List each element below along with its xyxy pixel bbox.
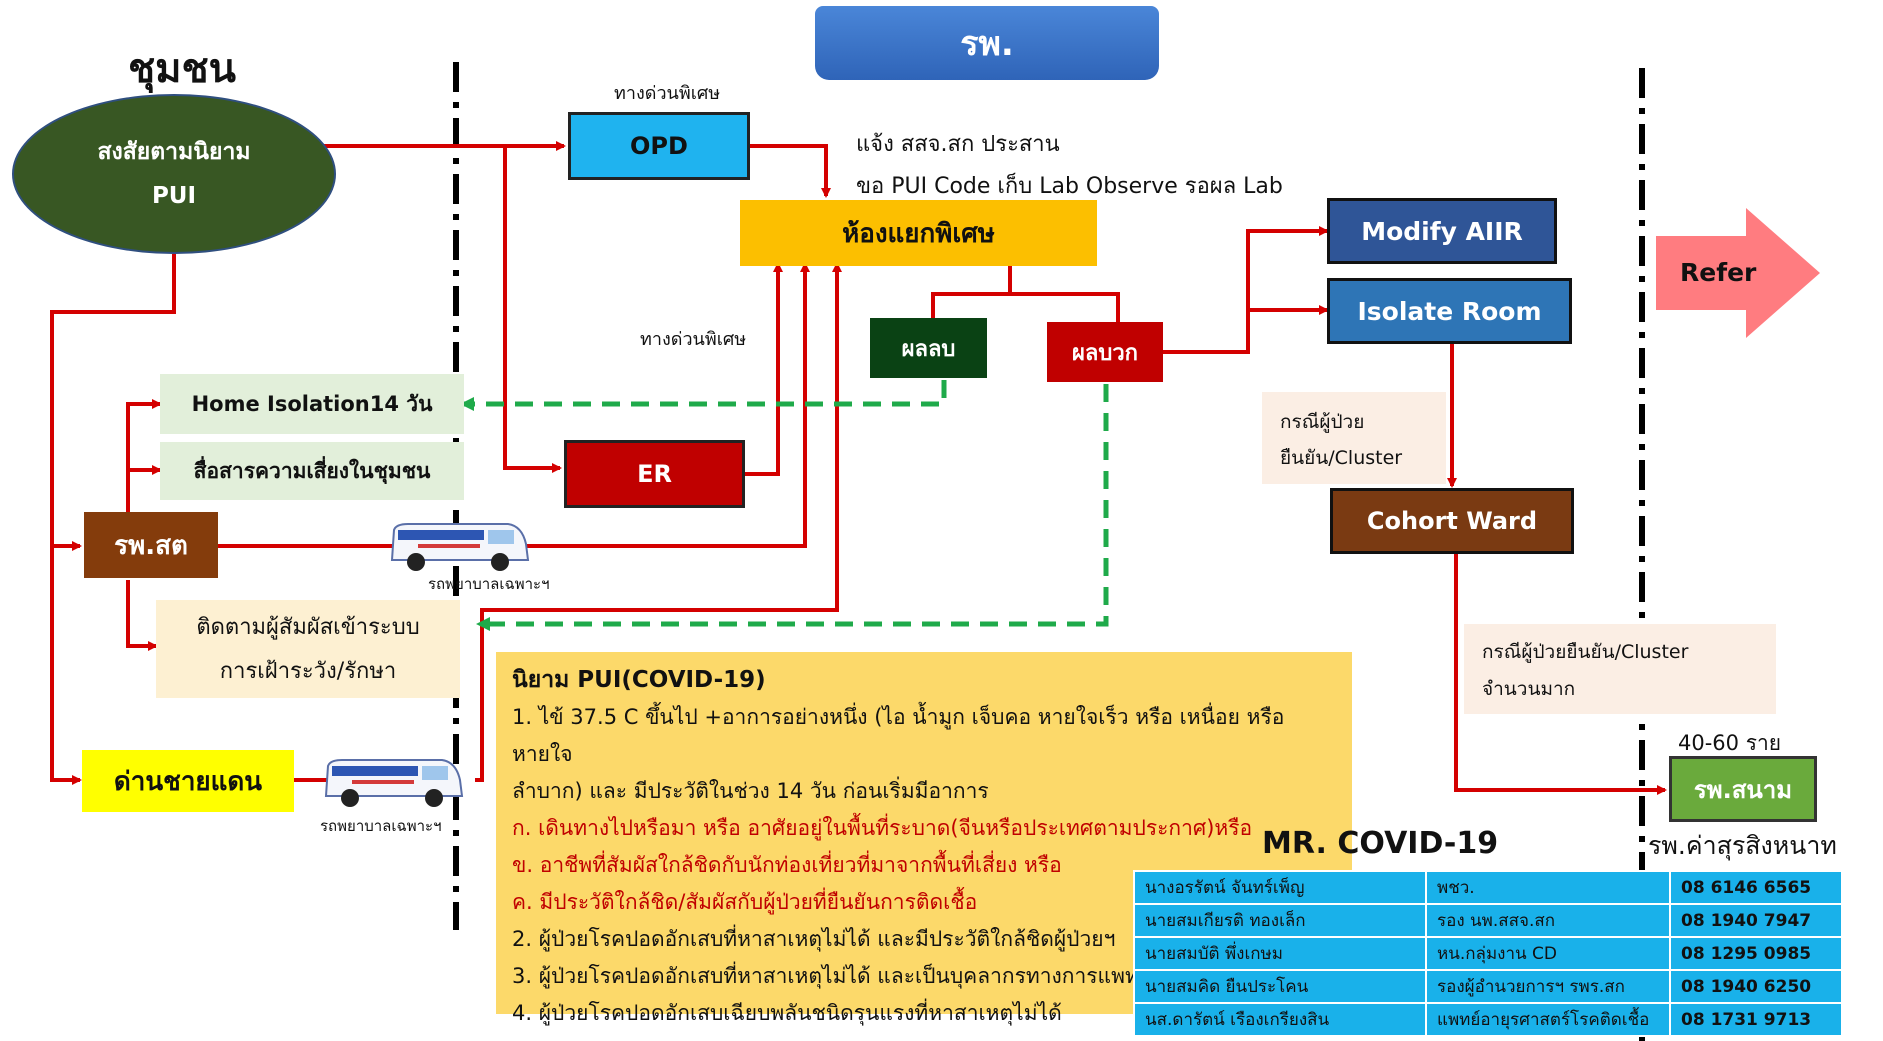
- definition-item: ลำบาก) และ มีประวัติในช่วง 14 วัน ก่อนเร…: [512, 779, 989, 803]
- ambulance-icon: [390, 523, 530, 571]
- definition-subitem: ข. อาชีพที่สัมผัสใกล้ชิดกับนักท่องเที่ยว…: [512, 853, 1062, 877]
- definition-subitem: ก. เดินทางไปหรือมา หรือ อาศัยอยู่ในพื้นท…: [512, 816, 1253, 840]
- table-row: นายสมบัติ พึ่งเกษม หน.กลุ่มงาน CD 08 129…: [1133, 936, 1843, 971]
- community-header: ชุมชน: [128, 46, 237, 92]
- confirmed-case-note: กรณีผู้ป่วย ยืนยัน/Cluster: [1262, 392, 1446, 484]
- field-hospital-name: รพ.ค่าสุรสิงหนาท: [1648, 831, 1837, 860]
- definition-subitem: ค. มีประวัติใกล้ชิด/สัมผัสกับผู้ป่วยที่ย…: [512, 890, 978, 914]
- contacts-table: นางอรรัตน์ จันทร์เพ็ญ พชว. 08 6146 6565 …: [1133, 870, 1843, 1037]
- negative-result-box: ผลลบ: [870, 318, 987, 378]
- table-row: นส.ดารัตน์ เรืองเกรียงสิน แพทย์อายุรศาสต…: [1133, 1002, 1843, 1037]
- notify-text-2: ขอ PUI Code เก็บ Lab Observe รอผล Lab: [856, 174, 1283, 199]
- definition-item: 4. ผู้ป่วยโรคปอดอักเสบเฉียบพลันชนิดรุนแร…: [512, 1001, 1062, 1025]
- definition-item: 2. ผู้ป่วยโรคปอดอักเสบที่หาสาเหตุไม่ได้ …: [512, 927, 1116, 951]
- ambulance-label: รถพยาบาลเฉพาะฯ: [428, 575, 550, 593]
- modify-aiir-box: Modify AIIR: [1327, 198, 1557, 264]
- hospital-header: รพ.: [815, 6, 1159, 80]
- contact-role: พชว.: [1425, 870, 1671, 905]
- risk-communication-box: สื่อสารความเสี่ยงในชุมชน: [160, 442, 464, 500]
- contact-role: รอง นพ.สสจ.สก: [1425, 903, 1671, 938]
- rpsst-box: รพ.สต: [84, 512, 218, 578]
- isolation-room-box: ห้องแยกพิเศษ: [740, 200, 1097, 266]
- mr-covid-title: MR. COVID-19: [1262, 826, 1499, 861]
- er-box: ER: [564, 440, 745, 508]
- refer-arrow: [1656, 208, 1820, 338]
- contact-phone: 08 1731 9713: [1669, 1002, 1843, 1037]
- pui-node: สงสัยตามนิยาม PUI: [12, 94, 336, 254]
- contact-phone: 08 1940 6250: [1669, 969, 1843, 1004]
- contact-role: แพทย์อายุรศาสตร์โรคติดเชื้อ: [1425, 1002, 1671, 1037]
- ambulance-icon: [324, 759, 464, 807]
- contact-role: หน.กลุ่มงาน CD: [1425, 936, 1671, 971]
- contact-tracing-box: ติดตามผู้สัมผัสเข้าระบบ การเฝ้าระวัง/รัก…: [156, 600, 460, 698]
- refer-label: Refer: [1680, 258, 1757, 287]
- isolate-room-box: Isolate Room: [1327, 278, 1572, 344]
- ambulance-label-2: รถพยาบาลเฉพาะฯ: [320, 817, 442, 835]
- contact-name: นายสมบัติ พึ่งเกษม: [1133, 936, 1427, 971]
- table-row: นางอรรัตน์ จันทร์เพ็ญ พชว. 08 6146 6565: [1133, 870, 1843, 905]
- field-capacity: 40-60 ราย: [1678, 731, 1782, 755]
- contact-role: รองผู้อำนวยการฯ รพร.สก: [1425, 969, 1671, 1004]
- contact-name: นางอรรัตน์ จันทร์เพ็ญ: [1133, 870, 1427, 905]
- table-row: นายสมคิด ยืนประโคน รองผู้อำนวยการฯ รพร.ส…: [1133, 969, 1843, 1004]
- express-lane-label-top: ทางด่วนพิเศษ: [614, 83, 721, 104]
- definition-title: นิยาม PUI(COVID-19): [512, 667, 766, 693]
- notify-text-1: แจ้ง สสจ.สก ประสาน: [856, 132, 1060, 157]
- contact-phone: 08 6146 6565: [1669, 870, 1843, 905]
- cohort-ward-box: Cohort Ward: [1330, 488, 1574, 554]
- contact-name: นายสมคิด ยืนประโคน: [1133, 969, 1427, 1004]
- contact-phone: 08 1295 0985: [1669, 936, 1843, 971]
- contact-phone: 08 1940 7947: [1669, 903, 1843, 938]
- table-row: นายสมเกียรติ ทองเล็ก รอง นพ.สสจ.สก 08 19…: [1133, 903, 1843, 938]
- contact-name: นส.ดารัตน์ เรืองเกรียงสิน: [1133, 1002, 1427, 1037]
- opd-box: OPD: [568, 112, 750, 180]
- home-isolation-box: Home Isolation14 วัน: [160, 374, 464, 434]
- definition-item: 1. ไข้ 37.5 C ขึ้นไป +อาการอย่างหนึ่ง (ไ…: [512, 705, 1285, 766]
- express-lane-label-mid: ทางด่วนพิเศษ: [640, 329, 747, 350]
- field-hospital-box: รพ.สนาม: [1669, 756, 1817, 822]
- border-checkpoint-box: ด่านชายแดน: [82, 750, 294, 812]
- contact-name: นายสมเกียรติ ทองเล็ก: [1133, 903, 1427, 938]
- definition-item: 3. ผู้ป่วยโรคปอดอักเสบที่หาสาเหตุไม่ได้ …: [512, 964, 1152, 988]
- positive-result-box: ผลบวก: [1047, 322, 1163, 382]
- cluster-note: กรณีผู้ป่วยยืนยัน/Cluster จำนวนมาก: [1464, 624, 1776, 714]
